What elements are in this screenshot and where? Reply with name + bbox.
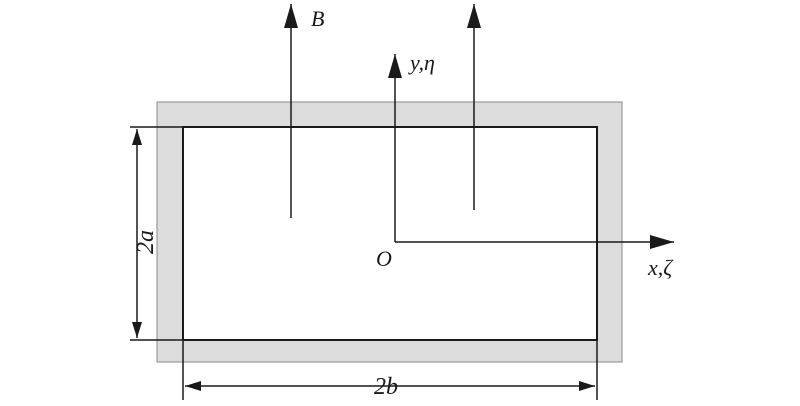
height-dimension-label: 2a: [133, 230, 159, 254]
field-label: B: [311, 6, 324, 31]
origin-label: O: [376, 246, 392, 271]
x-axis-label: x,ζ: [647, 255, 674, 280]
width-dimension-label: 2b: [374, 374, 398, 400]
duct-interior-outline: [182, 126, 598, 341]
y-axis-label: y,η: [408, 50, 435, 75]
